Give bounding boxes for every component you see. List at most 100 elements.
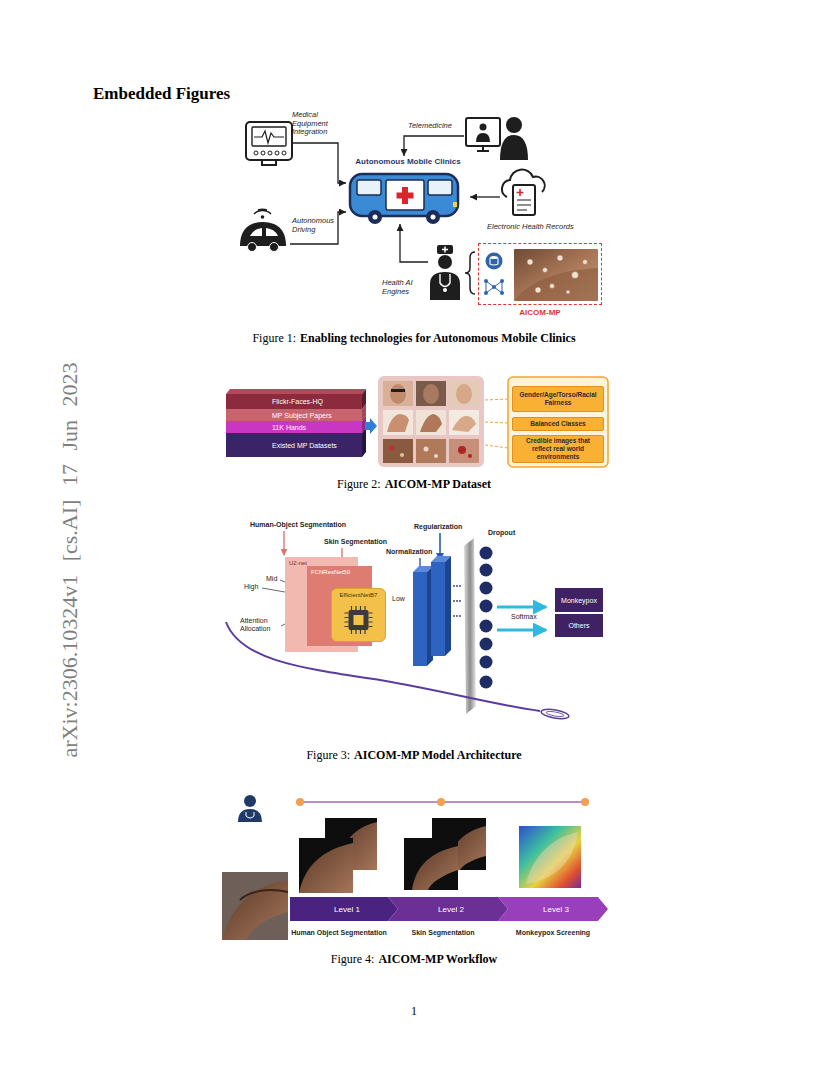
- property-box: Balanced Classes: [512, 417, 604, 431]
- timeline: [296, 798, 304, 806]
- dense-layers: [453, 615, 455, 617]
- image-samples-panel: [378, 376, 484, 467]
- monitor-icon: [254, 151, 258, 155]
- decorative-curve: [541, 708, 570, 721]
- mobile-clinic-bus: [453, 202, 457, 207]
- figure-caption: Figure 4:: [331, 952, 375, 967]
- ai-engine-icons: [490, 258, 498, 265]
- node-text: Autonomous Driving: [292, 217, 336, 234]
- doctor-avatar: [238, 809, 262, 822]
- figure-caption: AICOM-MP Model Architecture: [354, 748, 522, 763]
- autonomous-car-icon: [261, 215, 265, 219]
- node-text: AICOM-MP: [479, 308, 601, 317]
- figure-caption: Figure 3:: [306, 748, 350, 763]
- dense-layers: [456, 600, 458, 602]
- autonomous-car-icon: [240, 222, 286, 246]
- arxiv-stamp: arXiv:2306.10324v1 [cs.AI] 17 Jun 2023: [57, 363, 83, 758]
- ai-engine-icons: [492, 285, 496, 289]
- node-text: Monkeypox: [561, 597, 597, 604]
- lesion-photo: [543, 268, 548, 273]
- connector-arrow: [470, 196, 500, 197]
- node-text: 11K Hands: [272, 424, 306, 431]
- decorative-curve: [546, 710, 564, 717]
- doctor-icon: [440, 274, 450, 287]
- image-samples-panel: [387, 414, 409, 432]
- lesion-photo: [535, 287, 541, 293]
- chevron-shape: [388, 897, 508, 921]
- property-box: Credible images that reflect real world …: [512, 435, 604, 463]
- dataset-layer: MP Subject Papers: [226, 409, 362, 421]
- node-text: Health AI Engines: [382, 279, 420, 296]
- annotation-label: Normalization: [386, 548, 432, 556]
- figure-caption: Enabling technologies for Autonomous Mob…: [300, 331, 575, 346]
- node-text: EfficientNetB7: [332, 592, 385, 598]
- aicom-box: AICOM-MP: [478, 243, 602, 305]
- node-text: MP Subject Papers: [272, 412, 332, 419]
- mobile-clinic-bus: [431, 215, 436, 220]
- segmentation-level1: [299, 843, 353, 893]
- autonomous-car-icon: [250, 228, 278, 236]
- decorative-curve: [226, 622, 569, 720]
- class-box: Others: [555, 614, 603, 637]
- image-samples-panel: [390, 446, 395, 451]
- lesion-photo: [514, 268, 598, 301]
- annotation-label: High: [244, 583, 258, 591]
- dense-layers: [459, 585, 461, 587]
- connector-arrow: [400, 224, 428, 262]
- output-neurons: [480, 620, 493, 633]
- lesion-photo: [557, 255, 563, 261]
- health-records-cloud: [502, 170, 545, 215]
- property-box: Gender/Age/Torso/Racial Fairness: [512, 386, 604, 412]
- label-leaders: [439, 533, 441, 560]
- telemedicine-icon: [477, 146, 489, 151]
- annotation-label: Mid: [266, 575, 277, 583]
- output-neurons: [480, 547, 493, 560]
- dashed-leader: [485, 399, 508, 400]
- image-samples-panel: [456, 384, 472, 404]
- node-text: Others: [568, 622, 589, 629]
- clinic-node: Autonomous Mobile Clinics: [346, 156, 470, 224]
- output-neurons: [480, 582, 493, 595]
- monitor-icon: [275, 151, 279, 155]
- class-box: Monkeypox: [555, 588, 603, 612]
- dense-layers: [453, 585, 461, 617]
- segmentation-level1: [299, 818, 377, 893]
- technology-node: Telemedicine: [464, 112, 528, 160]
- flow-arrow: [365, 418, 377, 434]
- health-records-cloud: [513, 185, 535, 215]
- lesion-photo: [550, 284, 555, 289]
- timeline: [296, 798, 589, 806]
- dataset-stack-faces: [362, 428, 366, 457]
- node-text: Credible images that reflect real world …: [516, 437, 600, 460]
- heatmap: [519, 826, 581, 888]
- doctor-icon: [442, 247, 448, 253]
- label-leaders: [283, 531, 284, 555]
- lesion-photo: [527, 255, 588, 294]
- mobile-clinic-bus: [368, 210, 382, 224]
- node-text: Telemedicine: [408, 122, 452, 131]
- segmentation-level2: [412, 846, 458, 890]
- node-text: Flickr-Faces-HQ: [272, 398, 323, 405]
- level-chevron: Level 3: [498, 897, 608, 921]
- chip-icon: [354, 615, 364, 625]
- page-heading: Embedded Figures: [93, 84, 230, 104]
- lesion-photo: [566, 290, 570, 294]
- image-samples-panel: [378, 376, 484, 467]
- image-samples-panel: [434, 454, 438, 458]
- dataset-layer: Flickr-Faces-HQ: [226, 394, 362, 409]
- doctor-icon: [443, 288, 447, 292]
- node-text: Electronic Health Records: [487, 223, 574, 232]
- node-text: Medical Equipment Integration: [292, 111, 336, 137]
- telemedicine-icon: [500, 135, 528, 160]
- input-photo: [222, 880, 288, 940]
- properties-panel: [508, 377, 608, 467]
- autonomous-car-icon: [254, 209, 271, 214]
- annotation-label: Attention Allocation: [240, 617, 282, 633]
- dense-layers: [453, 585, 455, 587]
- monitor-icon: [246, 122, 292, 160]
- bracket: [465, 252, 475, 294]
- output-neurons: [480, 600, 493, 613]
- image-samples-panel: [400, 453, 404, 457]
- output-neurons: [480, 656, 493, 669]
- dataset-layer: 11K Hands: [226, 421, 362, 433]
